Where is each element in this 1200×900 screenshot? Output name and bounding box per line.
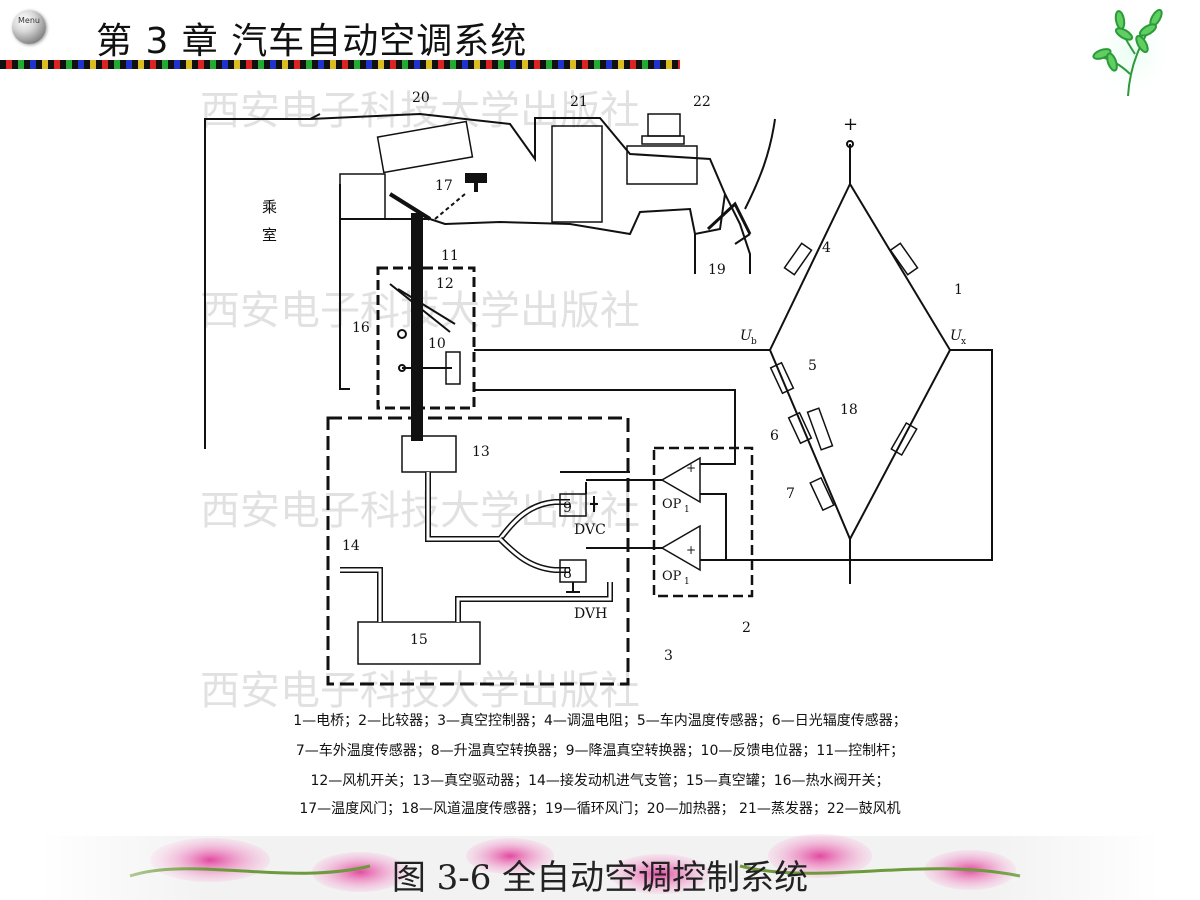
legend-line-3: 12—风机开关；13—真空驱动器；14—接发动机进气支管；15—真空罐；16—热… bbox=[310, 773, 890, 789]
label-ux: U bbox=[950, 328, 963, 344]
label-ub-sub: b bbox=[751, 337, 757, 347]
in-car-sensor bbox=[769, 361, 795, 395]
menu-button[interactable]: Menu bbox=[12, 10, 46, 44]
label-22: 22 bbox=[693, 94, 711, 110]
door-actuator bbox=[465, 173, 487, 183]
sunlight-sensor bbox=[787, 411, 813, 445]
label-18: 18 bbox=[840, 402, 858, 418]
water-valve-switch bbox=[397, 329, 407, 339]
menu-label: Menu bbox=[18, 16, 40, 25]
watermark-text-3: 西安电子科技大学出版社 bbox=[200, 488, 640, 534]
control-system-diagram: 西安电子科技大学出版社 西安电子科技大学出版社 西安电子科技大学出版社 西安电子… bbox=[200, 88, 993, 714]
legend-line-4: 17—温度风门；18—风道温度传感器；19—循环风门；20—加热器； 21—蒸发… bbox=[299, 801, 901, 817]
label-7: 7 bbox=[786, 486, 795, 502]
bridge-resistor-upper bbox=[889, 242, 919, 276]
legend-line-1: 1—电桥；2—比较器；3—真空控制器；4—调温电阻；5—车内温度传感器；6—日光… bbox=[293, 713, 907, 729]
ambient-sensor bbox=[809, 476, 835, 512]
label-10: 10 bbox=[428, 336, 446, 352]
vacuum-actuator bbox=[401, 435, 457, 473]
diagram-panel: 西安电子科技大学出版社 西安电子科技大学出版社 西安电子科技大学出版社 西安电子… bbox=[190, 84, 1010, 830]
positive-terminal bbox=[846, 140, 854, 148]
op-amp-lower bbox=[660, 524, 701, 572]
label-20: 20 bbox=[412, 90, 430, 106]
heater-core bbox=[376, 120, 474, 174]
label-op-plus-upper: + bbox=[686, 461, 696, 475]
label-cabin-top: 乘 bbox=[262, 198, 277, 216]
label-op-plus-lower: + bbox=[686, 543, 696, 557]
label-17: 17 bbox=[435, 178, 453, 194]
label-ux-sub: x bbox=[961, 337, 966, 347]
figure-caption: 图 3-6 全自动空调控制系统 bbox=[391, 858, 809, 898]
vacuum-tank bbox=[357, 621, 481, 665]
label-4: 4 bbox=[822, 240, 831, 256]
label-3: 3 bbox=[664, 648, 673, 664]
title-divider bbox=[0, 60, 680, 69]
label-15: 15 bbox=[410, 632, 428, 648]
label-dvh: DVH bbox=[574, 606, 607, 622]
comparator-box bbox=[652, 446, 754, 598]
label-11: 11 bbox=[441, 248, 459, 264]
cabin-outline bbox=[204, 118, 310, 449]
watermark-text-4: 西安电子科技大学出版社 bbox=[200, 668, 640, 714]
duct-sensor bbox=[806, 407, 834, 451]
evaporator bbox=[551, 125, 603, 223]
label-plus: + bbox=[843, 114, 858, 135]
cabin-box bbox=[339, 173, 386, 220]
label-19: 19 bbox=[708, 262, 726, 278]
label-6: 6 bbox=[770, 428, 779, 444]
bridge-resistor-lower bbox=[890, 421, 918, 457]
cooling-vacuum-converter bbox=[559, 493, 587, 517]
label-8: 8 bbox=[563, 566, 572, 582]
label-op-lower-sub: 1 bbox=[684, 577, 690, 587]
label-21: 21 bbox=[570, 94, 588, 110]
flower-strip-decoration-icon bbox=[40, 826, 1160, 900]
label-12: 12 bbox=[436, 276, 454, 292]
label-1: 1 bbox=[954, 282, 963, 298]
label-ub: U bbox=[740, 328, 753, 344]
leaf-decoration-icon bbox=[1082, 6, 1178, 102]
switch-box bbox=[376, 266, 476, 410]
bridge-circuit bbox=[768, 181, 952, 542]
label-16: 16 bbox=[352, 320, 370, 336]
label-dvc: DVC bbox=[574, 522, 606, 538]
temperature-door bbox=[388, 192, 432, 221]
label-14: 14 bbox=[342, 538, 360, 554]
temperature-set-resistor bbox=[783, 242, 813, 276]
op-amp-upper bbox=[660, 456, 701, 504]
legend-line-2: 7—车外温度传感器；8—升温真空转换器；9—降温真空转换器；10—反馈电位器；1… bbox=[295, 743, 905, 759]
control-rod bbox=[411, 213, 423, 441]
label-op-upper-sub: 1 bbox=[684, 505, 690, 515]
vacuum-controller-box bbox=[326, 416, 630, 686]
recirc-door bbox=[706, 201, 752, 235]
label-5: 5 bbox=[808, 358, 817, 374]
label-op-upper: OP bbox=[662, 497, 682, 512]
label-13: 13 bbox=[472, 444, 490, 460]
label-op-lower: OP bbox=[662, 569, 682, 584]
duct-housing bbox=[309, 112, 727, 390]
feedback-potentiometer bbox=[445, 351, 461, 385]
blower-motor bbox=[647, 113, 681, 137]
label-cabin-bottom: 室 bbox=[262, 226, 277, 244]
chapter-title: 第 3 章 汽车自动空调系统 bbox=[96, 21, 528, 62]
label-9: 9 bbox=[563, 500, 572, 516]
blower-fan bbox=[626, 145, 698, 185]
label-2: 2 bbox=[742, 620, 751, 636]
